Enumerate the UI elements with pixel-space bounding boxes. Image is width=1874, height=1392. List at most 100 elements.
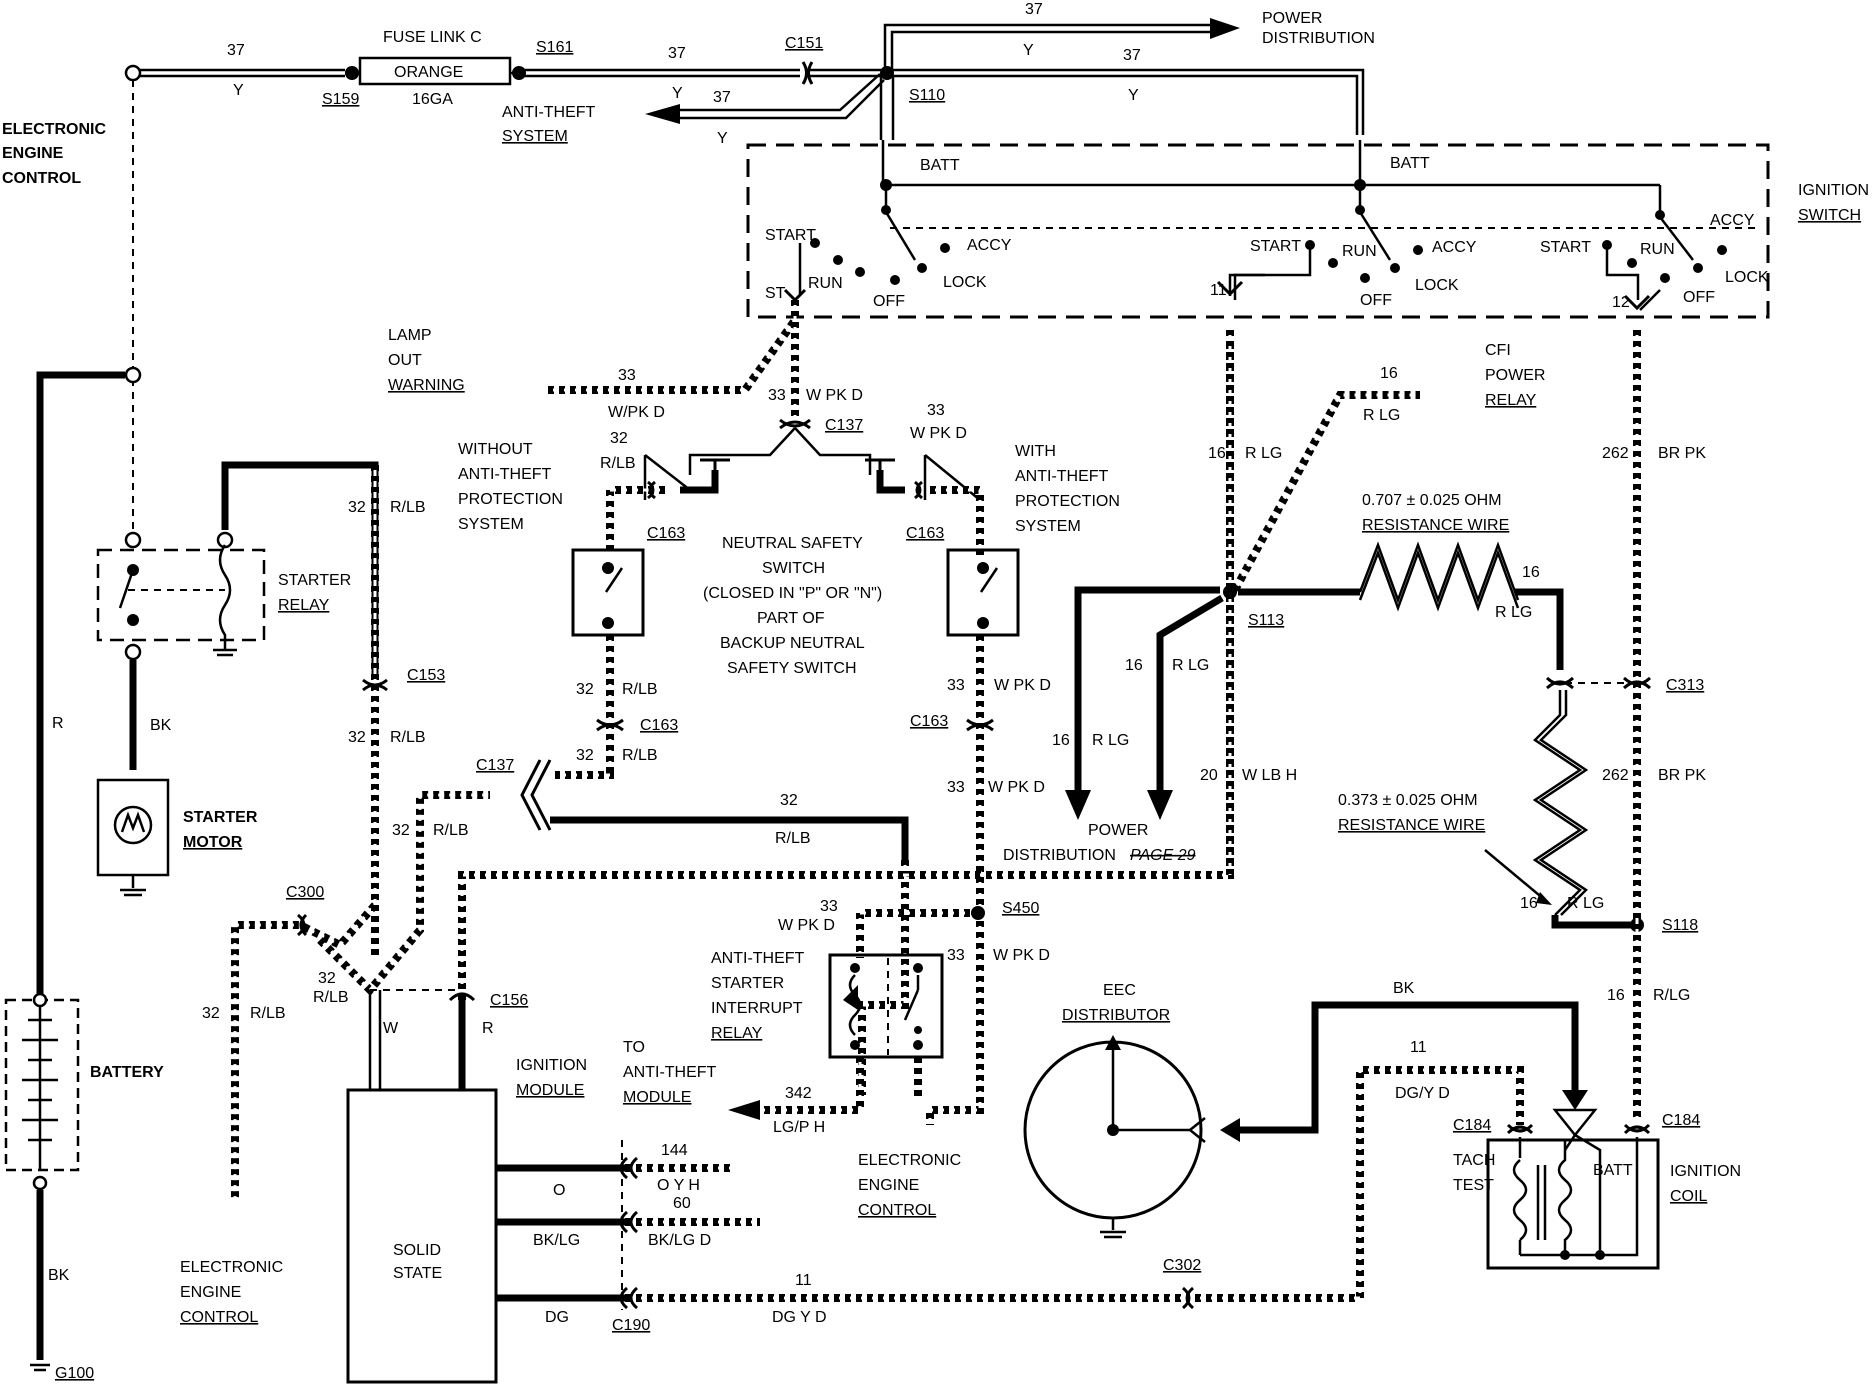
wire-brpk-label-2: BR PK	[1658, 767, 1706, 784]
at-sir-3: INTERRUPT	[711, 1000, 803, 1017]
wire-11-label-sw: 11	[1210, 282, 1227, 299]
with-at-1: WITH	[1015, 443, 1056, 460]
battery-box	[4, 998, 80, 1172]
ign-module-2: MODULE	[516, 1082, 584, 1099]
res2-2: RESISTANCE WIRE	[1338, 817, 1485, 834]
wire-60: 60	[673, 1195, 691, 1212]
wire-33-label-2: 33	[768, 387, 786, 404]
wire-16-label-6: 16	[1520, 895, 1538, 912]
starter-relay-label-1: STARTER	[278, 572, 351, 589]
wire-lgph: LG/P H	[773, 1119, 825, 1136]
to-at-2: ANTI-THEFT	[623, 1064, 717, 1081]
wire-262-label-1: 262	[1602, 445, 1629, 462]
ignition-switch-label-1: IGNITION	[1798, 182, 1869, 199]
at-relay-box	[828, 953, 944, 1059]
lock-label-3: LOCK	[1725, 269, 1769, 286]
wire-y-label: Y	[233, 82, 244, 99]
wire-rlg-label-5: R LG	[1495, 604, 1532, 621]
eec-left-2: ENGINE	[2, 145, 64, 162]
anti-theft-system-2: SYSTEM	[502, 128, 568, 145]
wire-rlb-nss-l2: R/LB	[622, 747, 658, 764]
with-at-4: SYSTEM	[1015, 518, 1081, 535]
run-label-2: RUN	[1342, 243, 1377, 260]
anti-theft-relay	[728, 906, 985, 1120]
start-label-2: START	[1250, 238, 1301, 255]
wire-32-nss-l2: 32	[576, 747, 594, 764]
wire-wpkd-at2: W PK D	[993, 947, 1050, 964]
lock-label-1: LOCK	[943, 274, 987, 291]
res1-1: 0.707 ± 0.025 OHM	[1362, 492, 1502, 509]
starter-motor-label-1: STARTER	[183, 809, 258, 826]
wire-rlb-label-4: R/LB	[313, 989, 349, 1006]
wire-33-label-3: 33	[947, 677, 965, 694]
wire-rlg-label-1: R LG	[1245, 445, 1282, 462]
c137-label-1: C137	[825, 417, 863, 434]
wire-11-coil: 11	[1410, 1039, 1427, 1056]
coil-box	[1486, 1138, 1660, 1270]
wire-rlb-label-3: R/LB	[433, 822, 469, 839]
cfi-1: CFI	[1485, 342, 1511, 359]
eec-bottom-1: ELECTRONIC	[180, 1259, 283, 1276]
wire-y-label-b: Y	[672, 85, 683, 102]
c163-label-1: C163	[647, 525, 685, 542]
wire-37-label: 37	[227, 42, 245, 59]
starter-motor-label-2: MOTOR	[183, 834, 243, 851]
s110-label: S110	[909, 87, 945, 104]
wire-dg: DG	[545, 1309, 569, 1326]
ign-module-1: IGNITION	[516, 1057, 587, 1074]
wire-rlg-label-4: R LG	[1092, 732, 1129, 749]
without-at-4: SYSTEM	[458, 516, 524, 533]
to-at-3: MODULE	[623, 1089, 691, 1106]
wire-37-label-b: 37	[668, 45, 686, 62]
s450-label: S450	[1002, 900, 1039, 917]
lamp-out-2: OUT	[388, 352, 422, 369]
power-dist-top-2: DISTRIBUTION	[1262, 30, 1375, 47]
orange-label: ORANGE	[394, 64, 463, 81]
batt-label-1: BATT	[920, 157, 960, 174]
wire-262-label-2: 262	[1602, 767, 1629, 784]
wire-37-top	[124, 18, 1365, 140]
eec-left-1: ELECTRONIC	[2, 121, 106, 138]
wire-20-label: 20	[1200, 767, 1218, 784]
wire-bk-dist: BK	[1393, 980, 1415, 997]
wire-rlg-label-6: R LG	[1567, 895, 1604, 912]
battery-label: BATTERY	[90, 1064, 164, 1081]
ignition-switch-internals	[798, 140, 1760, 311]
start-label-1: START	[765, 227, 816, 244]
eec-dist-2: DISTRIBUTOR	[1062, 1007, 1170, 1024]
wire-wpkd-at: W PK D	[778, 917, 835, 934]
wire-bk-starter: BK	[150, 717, 172, 734]
solid-state-2: STATE	[393, 1265, 442, 1282]
res1-2: RESISTANCE WIRE	[1362, 517, 1509, 534]
wire-rlb-label-1: R/LB	[390, 499, 426, 516]
c313-label: C313	[1666, 677, 1704, 694]
ign-coil-1: IGNITION	[1670, 1163, 1741, 1180]
to-at-1: TO	[623, 1039, 645, 1056]
tach-test-2: TEST	[1453, 1177, 1494, 1194]
ignition-module	[346, 990, 1524, 1384]
wire-16-label-5: 16	[1522, 564, 1540, 581]
left-circuit	[4, 80, 379, 1372]
nss-2: SWITCH	[762, 560, 825, 577]
wire-wpkd-label-1: W/PK D	[608, 404, 665, 421]
coil-batt-label: BATT	[1593, 1162, 1633, 1179]
off-label-3: OFF	[1683, 289, 1715, 306]
page-29-label: PAGE 29	[1130, 847, 1196, 864]
without-at-3: PROTECTION	[458, 491, 563, 508]
wire-16-label-7: 16	[1607, 987, 1625, 1004]
s113-label: S113	[1248, 612, 1284, 629]
wire-32-label-4: 32	[318, 970, 336, 987]
starter-relay-box	[96, 548, 266, 642]
wire-33-label-4: 33	[947, 779, 965, 796]
wire-rlb-nss: R/LB	[600, 455, 636, 472]
c163-label-2: C163	[906, 525, 944, 542]
with-at-2: ANTI-THEFT	[1015, 468, 1109, 485]
wire-32-circuit	[231, 465, 490, 1200]
nss-5: BACKUP NEUTRAL	[720, 635, 865, 652]
wire-r-label: R	[482, 1020, 494, 1037]
c151-label: C151	[785, 35, 823, 52]
without-at-2: ANTI-THEFT	[458, 466, 552, 483]
wire-wpkd-nss: W PK D	[910, 425, 967, 442]
c153-label-1: C153	[407, 667, 445, 684]
